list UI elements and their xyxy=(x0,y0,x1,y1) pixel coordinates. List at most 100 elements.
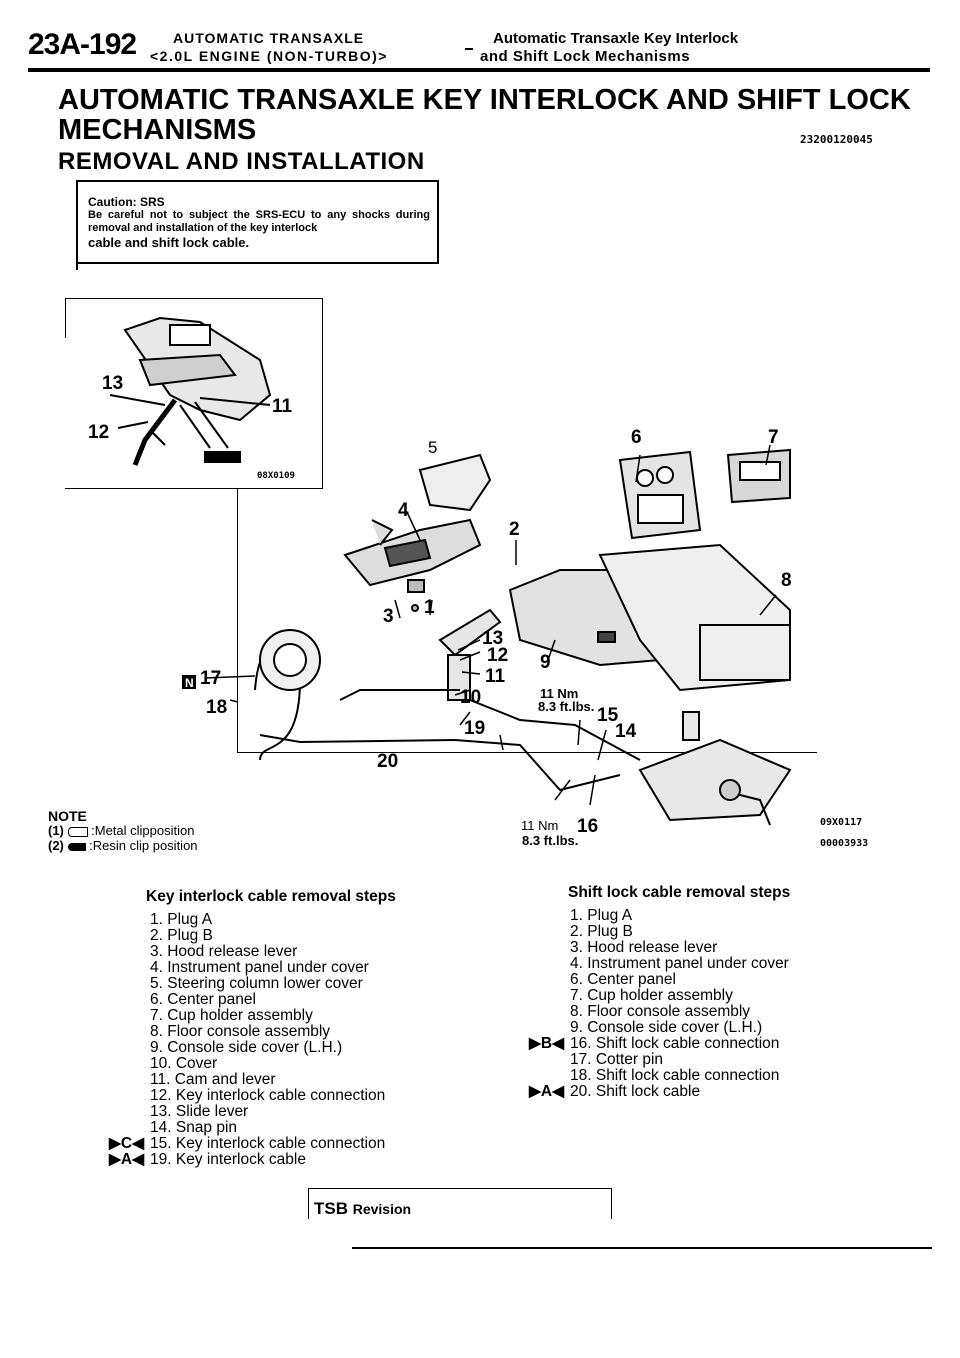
torque-2-nm: 11 Nm xyxy=(521,818,559,833)
caution-heading: Caution: SRS xyxy=(88,195,165,209)
callout-19: 19 xyxy=(464,718,486,739)
note-line-1: (1) :Metal clipposition xyxy=(48,823,194,838)
inset-code: 08X0109 xyxy=(257,471,295,481)
revision-text: Revision xyxy=(352,1201,412,1217)
resin-clip-icon xyxy=(67,842,86,851)
document-code: 23200120045 xyxy=(800,133,873,146)
callout-1: 1 xyxy=(424,597,435,618)
figure-code: 00003933 xyxy=(820,838,868,849)
note-heading: NOTE xyxy=(48,808,87,824)
inset-callout-12: 12 xyxy=(88,422,110,443)
page-title-line1: AUTOMATIC TRANSAXLE KEY INTERLOCK AND SH… xyxy=(58,84,911,116)
header-rule xyxy=(28,68,930,72)
diagram-frame-left xyxy=(237,488,238,753)
header-engine-label: <2.0L ENGINE (NON-TURBO)> xyxy=(150,48,388,64)
key-step: 13. Slide lever xyxy=(92,1104,432,1120)
key-step-text: 19. Key interlock cable xyxy=(150,1151,306,1168)
callout-12: 12 xyxy=(487,645,509,666)
callout-4: 4 xyxy=(398,500,409,521)
callout-5: 5 xyxy=(428,438,438,457)
note-1-number: (1) xyxy=(48,823,64,838)
note-line-2: (2) :Resin clip position xyxy=(48,838,198,853)
key-step-text: 6. Center panel xyxy=(150,991,256,1008)
key-step-text: 5. Steering column lower cover xyxy=(150,975,363,992)
header-dash xyxy=(465,48,473,50)
callout-17: 17 xyxy=(200,668,222,689)
callout-15: 15 xyxy=(597,705,619,726)
callout-13: 13 xyxy=(482,628,504,649)
key-step-text: 2. Plug B xyxy=(150,927,213,944)
shift-step: 18. Shift lock cable connection xyxy=(512,1068,852,1084)
key-step: 11. Cam and lever xyxy=(92,1072,432,1088)
key-step-text: 11. Cam and lever xyxy=(150,1071,276,1088)
steering-column-lower-cover xyxy=(418,453,492,512)
key-step-text: 13. Slide lever xyxy=(150,1103,249,1120)
key-step: 1. Plug A xyxy=(92,912,432,928)
key-step: 12. Key interlock cable connection xyxy=(92,1088,432,1104)
caution-box xyxy=(76,180,439,264)
shift-step-text: 20. Shift lock cable xyxy=(570,1083,701,1100)
shift-step-text: 3. Hood release lever xyxy=(570,939,718,956)
shift-step-text: 17. Cotter pin xyxy=(570,1051,664,1068)
key-step-text: 14. Snap pin xyxy=(150,1119,238,1136)
shift-step: 6. Center panel xyxy=(512,972,852,988)
service-point-marker: ▶A◀ xyxy=(528,1083,564,1100)
note-2-text: :Resin clip position xyxy=(89,838,198,853)
main-diagram-code: 09X0117 xyxy=(820,817,862,828)
shift-step: 8. Floor console assembly xyxy=(512,1004,852,1020)
callout-6: 6 xyxy=(631,427,642,448)
shift-step: 9. Console side cover (L.H.) xyxy=(512,1020,852,1036)
shift-lever-assembly xyxy=(638,711,792,826)
shift-step: 2. Plug B xyxy=(512,924,852,940)
key-step-text: 3. Hood release lever xyxy=(150,943,298,960)
header-topic-line2: and Shift Lock Mechanisms xyxy=(480,48,691,65)
shift-step-text: 6. Center panel xyxy=(570,971,676,988)
metal-clip-icon xyxy=(67,826,88,837)
key-step: 4. Instrument panel under cover xyxy=(92,960,432,976)
shift-steps-heading: Shift lock cable removal steps xyxy=(568,884,791,901)
caution-tail: cable and shift lock cable. xyxy=(88,235,250,250)
page-number: 23A-192 xyxy=(28,28,137,61)
svg-text:N: N xyxy=(185,676,194,690)
key-step: 14. Snap pin xyxy=(92,1120,432,1136)
callout-18: 18 xyxy=(206,697,228,718)
instrument-panel-under-cover xyxy=(343,518,482,587)
callout-7: 7 xyxy=(768,427,779,448)
inset-callout-11: 11 xyxy=(272,396,293,417)
key-step-text: 4. Instrument panel under cover xyxy=(150,959,369,976)
hood-release-lever xyxy=(407,579,425,612)
shift-step: 1. Plug A xyxy=(512,908,852,924)
callout-14: 14 xyxy=(615,721,637,742)
callout-10: 10 xyxy=(460,687,482,708)
shift-step-text: 16. Shift lock cable connection xyxy=(570,1035,780,1052)
callout-9: 9 xyxy=(540,652,551,673)
caution-box-left-border xyxy=(76,180,78,270)
shift-step-text: 9. Console side cover (L.H.) xyxy=(570,1019,763,1036)
shift-step-text: 18. Shift lock cable connection xyxy=(570,1067,780,1084)
callout-8: 8 xyxy=(781,570,792,591)
key-step-text: 1. Plug A xyxy=(150,911,213,928)
shift-step-text: 4. Instrument panel under cover xyxy=(570,955,789,972)
key-step-text: 8. Floor console assembly xyxy=(150,1023,331,1040)
shift-step: ▶A◀ 20. Shift lock cable xyxy=(512,1084,852,1100)
callout-2: 2 xyxy=(509,519,520,540)
callout-20: 20 xyxy=(377,751,399,772)
shift-step-text: 1. Plug A xyxy=(570,907,633,924)
steering-column-main xyxy=(438,608,502,701)
key-step-text: 9. Console side cover (L.H.) xyxy=(150,1039,343,1056)
key-step-text: 12. Key interlock cable connection xyxy=(150,1087,386,1104)
key-step: ▶A◀19. Key interlock cable xyxy=(92,1152,432,1168)
key-step: 5. Steering column lower cover xyxy=(92,976,432,992)
key-step-text: 7. Cup holder assembly xyxy=(150,1007,313,1024)
key-step: 7. Cup holder assembly xyxy=(92,1008,432,1024)
floor-console-assembly xyxy=(598,543,791,692)
inset-steering-column xyxy=(109,316,272,466)
inset-frame-bottom xyxy=(65,488,323,489)
cup-holder-assembly xyxy=(726,448,791,504)
inset-frame-right xyxy=(322,298,323,488)
inset-callout-13: 13 xyxy=(102,373,124,394)
key-step: ▶C◀15. Key interlock cable connection xyxy=(92,1136,432,1152)
shift-step: 7. Cup holder assembly xyxy=(512,988,852,1004)
callout-11: 11 xyxy=(485,666,506,687)
